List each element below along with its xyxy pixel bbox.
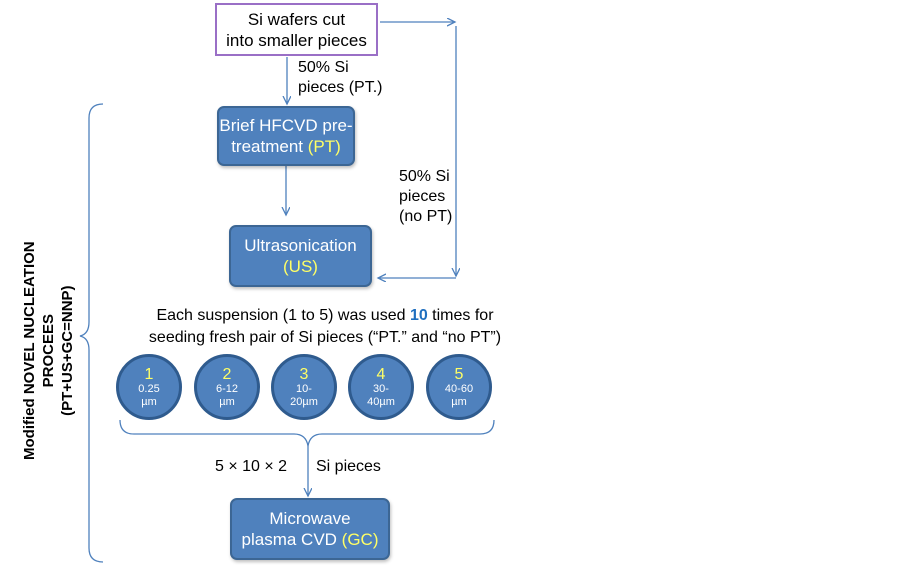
suspension-note-text1: Each suspension (1 to 5) was used — [156, 307, 410, 324]
pt-branch-label: 50% Si pieces (PT.) — [298, 58, 382, 98]
suspension-index: 4 — [376, 365, 386, 383]
sample-unit: Si pieces — [316, 458, 381, 475]
side-label-line1: Modified NOVEL NUCLEATION — [21, 241, 38, 460]
no-pt-line1: 50% Si — [399, 168, 450, 185]
suspension-size-line2: µm — [141, 395, 157, 408]
suspension-size-line1: 40-60 — [444, 382, 474, 395]
cvd-line2-text: plasma CVD — [241, 530, 342, 549]
suspension-size-line1: 0.25 — [138, 382, 160, 395]
suspension-circle: 1 0.25 µm — [116, 354, 182, 420]
no-pt-line2: pieces — [399, 188, 446, 205]
cvd-line2: plasma CVD (GC) — [242, 529, 379, 550]
no-pt-line3: (no PT) — [399, 208, 453, 225]
pt-branch-line1: 50% Si — [298, 59, 349, 76]
wafer-cut-line1: Si wafers cut — [247, 9, 346, 29]
pretreatment-line2-text: treatment — [231, 137, 308, 156]
suspension-size-line1: 30- — [373, 382, 389, 395]
suspension-size-line2: 20µm — [290, 395, 318, 408]
suspension-size-line1: 10- — [296, 382, 312, 395]
suspension-index: 5 — [454, 365, 464, 383]
suspension-note: Each suspension (1 to 5) was used 10 tim… — [130, 305, 520, 349]
ultrasonication-box: Ultrasonication (US) — [229, 225, 372, 287]
sample-count: 5 × 10 × 2 — [215, 458, 288, 475]
no-pt-branch-label: 50% Si pieces (no PT) — [399, 167, 452, 227]
pretreatment-line2: treatment (PT) — [231, 136, 341, 157]
wafer-cut-box: Si wafers cut into smaller pieces — [215, 3, 378, 56]
suspension-note-line2: seeding fresh pair of Si pieces (“PT.” a… — [148, 329, 502, 346]
suspension-size-line2: µm — [219, 395, 235, 408]
cvd-line1: Microwave — [269, 509, 351, 528]
ultrasonication-abbrev: (US) — [283, 257, 318, 276]
process-side-label: Modified NOVEL NUCLEATION PROCEES (PT+US… — [20, 241, 77, 460]
suspension-circle: 3 10- 20µm — [271, 354, 337, 420]
wafer-cut-line2: into smaller pieces — [226, 30, 367, 50]
cvd-abbrev: (GC) — [341, 530, 379, 549]
suspension-circle: 2 6-12 µm — [194, 354, 260, 420]
pretreatment-box: Brief HFCVD pre- treatment (PT) — [217, 106, 355, 166]
suspension-circle: 5 40-60 µm — [426, 354, 492, 420]
suspension-index: 3 — [299, 365, 309, 383]
pretreatment-abbrev: (PT) — [307, 137, 341, 156]
cvd-box: Microwave plasma CVD (GC) — [230, 498, 390, 560]
suspension-circle: 4 30- 40µm — [348, 354, 414, 420]
ultrasonication-line1: Ultrasonication — [244, 236, 357, 255]
suspension-note-line1: Each suspension (1 to 5) was used 10 tim… — [130, 305, 520, 327]
suspension-note-text2: times for — [427, 307, 494, 324]
suspension-size-line1: 6-12 — [215, 382, 239, 395]
left-brace — [79, 103, 104, 563]
suspension-index: 1 — [144, 365, 154, 383]
side-label-line3: (PT+US+GC=NNP) — [59, 285, 76, 416]
bracket-suspensions — [119, 419, 495, 447]
usage-count: 10 — [409, 307, 428, 324]
side-label-line2: PROCEES — [40, 314, 57, 388]
pretreatment-line1: Brief HFCVD pre- — [219, 116, 353, 135]
suspension-size-line2: 40µm — [367, 395, 395, 408]
pt-branch-line2: pieces (PT.) — [298, 79, 383, 96]
suspension-index: 2 — [222, 365, 232, 383]
suspension-size-line2: µm — [451, 395, 467, 408]
